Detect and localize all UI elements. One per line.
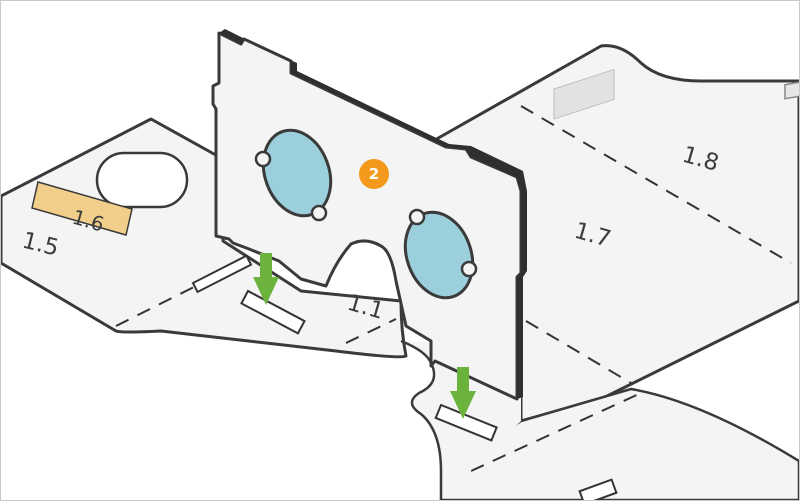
fold-line — [525, 320, 632, 384]
slot-left-1 — [191, 254, 253, 294]
slot-center-bottom — [434, 403, 498, 442]
fold-line — [470, 392, 642, 472]
lens-left — [254, 128, 333, 222]
sheet-right — [431, 44, 799, 423]
insert-arrow-right — [450, 367, 476, 419]
sheet-bottom-right — [439, 387, 799, 500]
slot-left-2 — [240, 289, 306, 335]
fold-line — [520, 105, 792, 264]
slot-top-right — [553, 68, 615, 120]
step-badge: 2 — [359, 159, 389, 189]
sheet-edge-curve — [400, 339, 443, 500]
lens-right — [403, 208, 478, 300]
insert-arrow-left — [253, 253, 279, 305]
slot-edge-right — [784, 81, 799, 100]
step-badge-number: 2 — [369, 165, 379, 183]
cutout-nose-window — [95, 151, 189, 209]
slot-bottom — [578, 478, 618, 500]
fold-line — [345, 318, 397, 344]
